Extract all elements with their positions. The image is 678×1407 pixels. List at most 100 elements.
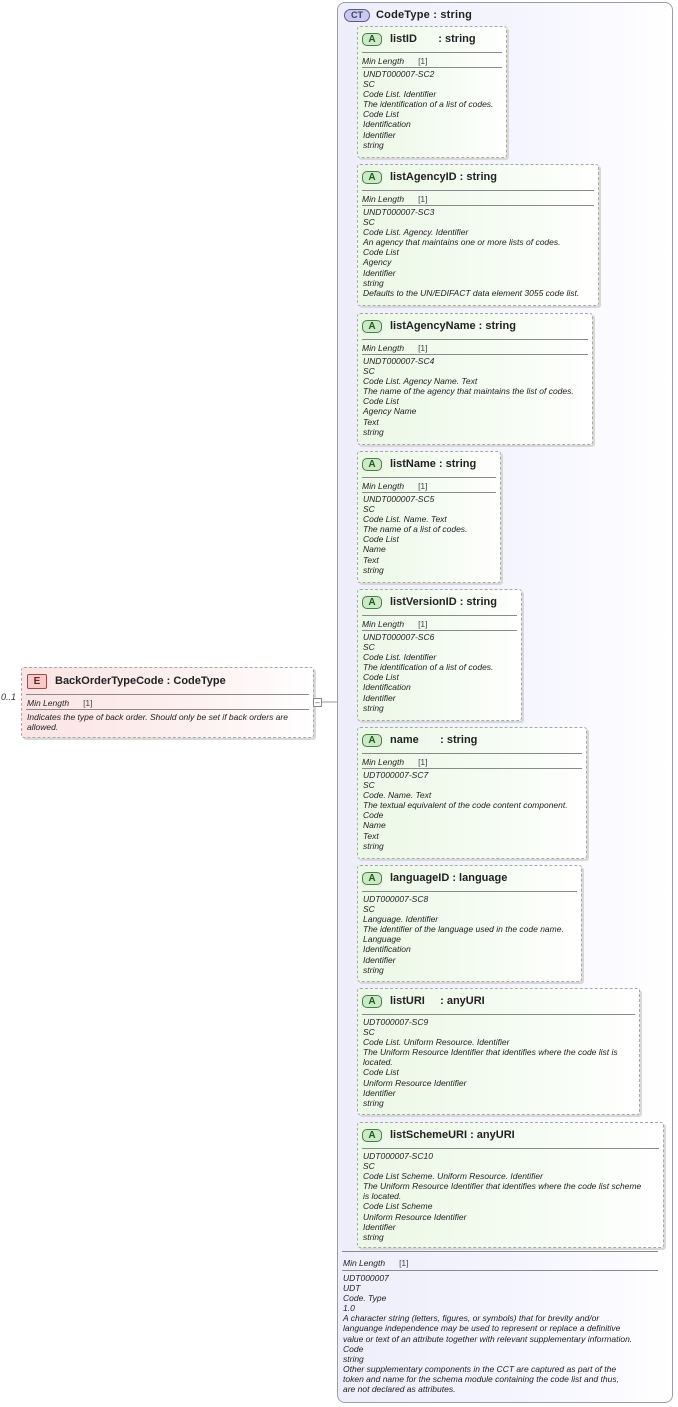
footer-line: A character string (letters, figures, or… bbox=[343, 1313, 600, 1324]
footer-line: value or text of an attribute together w… bbox=[343, 1333, 633, 1344]
attribute-doc-lines: UDT000007-SC9 SC Code List. Uniform Reso… bbox=[363, 1017, 618, 1108]
doc-line: UNDT000007-SC3 bbox=[363, 207, 435, 217]
doc-line: Text bbox=[363, 830, 379, 841]
element-documentation: Indicates the type of back order. Should… bbox=[27, 712, 288, 732]
attribute-min-length: Min Length[1] bbox=[362, 481, 428, 491]
doc-line: allowed. bbox=[27, 722, 59, 733]
doc-line: The textual equivalent of the code conte… bbox=[363, 800, 568, 811]
doc-line: SC bbox=[363, 217, 375, 228]
attribute-title: listSchemeURI : anyURI bbox=[390, 1129, 515, 1141]
doc-line: Identifier bbox=[363, 129, 396, 140]
footer-doc-lines: UDT000007 UDT Code. Type 1.0 A character… bbox=[343, 1273, 632, 1394]
doc-line: Text bbox=[363, 554, 379, 565]
doc-line: UDT000007-SC7 bbox=[363, 770, 429, 780]
doc-line: Identification bbox=[363, 682, 411, 693]
doc-line: The Uniform Resource Identifier that ide… bbox=[363, 1181, 642, 1192]
footer-prop-value: [1] bbox=[399, 1258, 409, 1268]
doc-line: Code List Scheme. Uniform Resource. Iden… bbox=[363, 1171, 543, 1182]
footer-min-length: Min Length [1] bbox=[343, 1258, 409, 1268]
doc-line: The identification of a list of codes. bbox=[363, 99, 494, 110]
attribute-doc-lines: UDT000007-SC7 SC Code. Name. Text The te… bbox=[363, 770, 568, 851]
doc-line: SC bbox=[363, 366, 375, 377]
doc-line: string bbox=[363, 964, 384, 975]
attribute-icon: A bbox=[362, 170, 382, 184]
attribute-icon: A bbox=[362, 32, 382, 46]
doc-line: Language bbox=[363, 934, 401, 945]
attribute-title: languageID : language bbox=[390, 872, 508, 884]
prop-label: Min Length bbox=[362, 619, 405, 629]
doc-line: Code bbox=[363, 810, 384, 821]
occurrence-label: 0..1 bbox=[1, 692, 17, 702]
doc-line: Identification bbox=[363, 944, 411, 955]
complex-type-icon: CT bbox=[344, 8, 370, 22]
attribute-title: listID : string bbox=[390, 33, 476, 45]
doc-line: SC bbox=[363, 780, 375, 791]
doc-line: string bbox=[363, 277, 384, 288]
attribute-icon: A bbox=[362, 994, 382, 1008]
prop-value: [1] bbox=[418, 481, 428, 491]
element-icon: E bbox=[27, 673, 47, 689]
doc-line: Identification bbox=[363, 119, 411, 130]
prop-value: [1] bbox=[418, 343, 428, 353]
doc-line: string bbox=[363, 139, 384, 150]
doc-line: Indicates the type of back order. Should… bbox=[27, 712, 288, 722]
doc-line: Code List bbox=[363, 109, 399, 120]
doc-line: Code List. Identifier bbox=[363, 89, 437, 100]
doc-line: The name of a list of codes. bbox=[363, 524, 468, 535]
doc-line: SC bbox=[363, 904, 375, 915]
attribute-icon: A bbox=[362, 1128, 382, 1142]
attribute-title: name : string bbox=[390, 734, 478, 746]
attribute-title: listVersionID : string bbox=[390, 596, 497, 608]
doc-line: SC bbox=[363, 1027, 375, 1038]
doc-line: located. bbox=[363, 1057, 393, 1068]
doc-line: UNDT000007-SC5 bbox=[363, 494, 435, 504]
doc-line: An agency that maintains one or more lis… bbox=[363, 237, 561, 248]
doc-line: Code List bbox=[363, 1067, 399, 1078]
doc-line: Identifier bbox=[363, 1221, 396, 1232]
footer-line: 1.0 bbox=[343, 1303, 355, 1314]
footer-line: Code. Type bbox=[343, 1293, 387, 1304]
doc-line: Code List bbox=[363, 247, 399, 258]
doc-line: Uniform Resource Identifier bbox=[363, 1211, 467, 1222]
prop-value: [1] bbox=[418, 619, 428, 629]
doc-line: SC bbox=[363, 504, 375, 515]
doc-line: Code List Scheme bbox=[363, 1201, 433, 1212]
attribute-doc-lines: UNDT000007-SC2 SC Code List. Identifier … bbox=[363, 69, 493, 150]
sequence-collapse-toggle[interactable]: – bbox=[313, 698, 322, 707]
doc-line: SC bbox=[363, 79, 375, 90]
attribute-icon: A bbox=[362, 871, 382, 885]
footer-line: Code bbox=[343, 1343, 364, 1354]
doc-line: Code List. Name. Text bbox=[363, 514, 447, 525]
doc-line: UDT000007-SC10 bbox=[363, 1151, 433, 1161]
complex-type-title: CodeType : string bbox=[376, 9, 473, 21]
footer-line: UDT000007 bbox=[343, 1273, 389, 1283]
footer-line: UDT bbox=[343, 1283, 361, 1294]
attribute-min-length: Min Length[1] bbox=[362, 56, 428, 66]
attribute-icon: A bbox=[362, 595, 382, 609]
attribute-min-length: Min Length[1] bbox=[362, 194, 428, 204]
attribute-icon: A bbox=[362, 733, 382, 747]
doc-line: UDT000007-SC8 bbox=[363, 894, 429, 904]
prop-label: Min Length bbox=[362, 757, 405, 767]
doc-line: string bbox=[363, 702, 384, 713]
footer-line: Other supplementary components in the CC… bbox=[343, 1363, 617, 1374]
doc-line: UNDT000007-SC2 bbox=[363, 69, 435, 79]
doc-line: The Uniform Resource Identifier that ide… bbox=[363, 1047, 618, 1058]
element-back-order-type-code[interactable]: E BackOrderTypeCode : CodeType Min Lengt… bbox=[21, 667, 314, 738]
attribute-doc-lines: UNDT000007-SC3 SC Code List. Agency. Ide… bbox=[363, 207, 579, 298]
doc-line: Language. Identifier bbox=[363, 914, 439, 925]
doc-line: Code. Name. Text bbox=[363, 790, 432, 801]
attribute-doc-lines: UNDT000007-SC5 SC Code List. Name. Text … bbox=[363, 494, 467, 575]
doc-line: Defaults to the UN/EDIFACT data element … bbox=[363, 287, 580, 298]
attribute-doc-lines: UNDT000007-SC6 SC Code List. Identifier … bbox=[363, 632, 493, 713]
doc-line: Text bbox=[363, 416, 379, 427]
